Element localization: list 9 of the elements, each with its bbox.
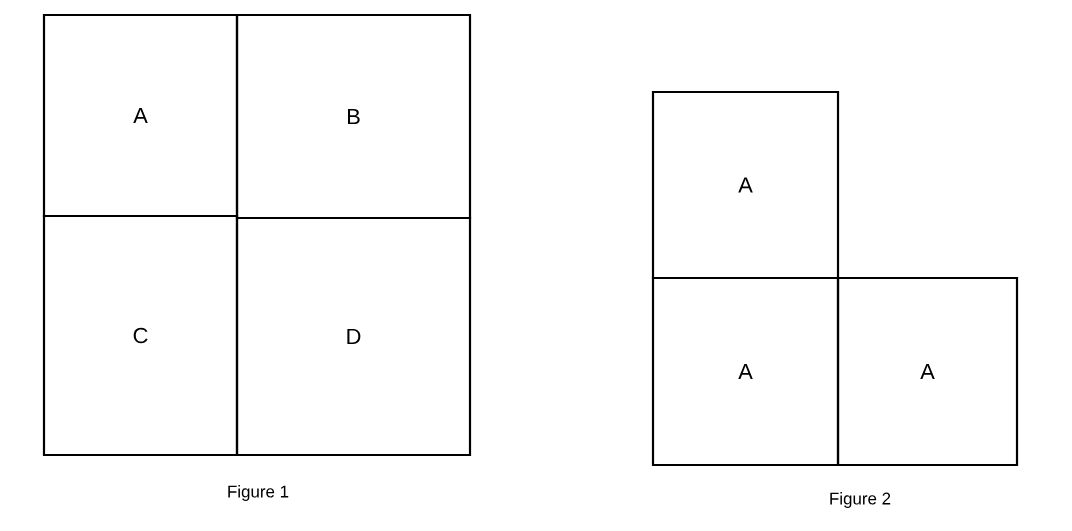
figure-caption: Figure 1 bbox=[228, 485, 289, 501]
square-cell: A bbox=[651, 90, 840, 280]
square-cell: A bbox=[836, 276, 1019, 467]
square-cell: C bbox=[42, 214, 239, 457]
square-cell: B bbox=[235, 13, 472, 220]
figure-caption: Figure 2 bbox=[830, 492, 891, 508]
square-cell: D bbox=[235, 216, 472, 457]
square-cell: A bbox=[42, 13, 239, 218]
square-cell: A bbox=[651, 276, 840, 467]
